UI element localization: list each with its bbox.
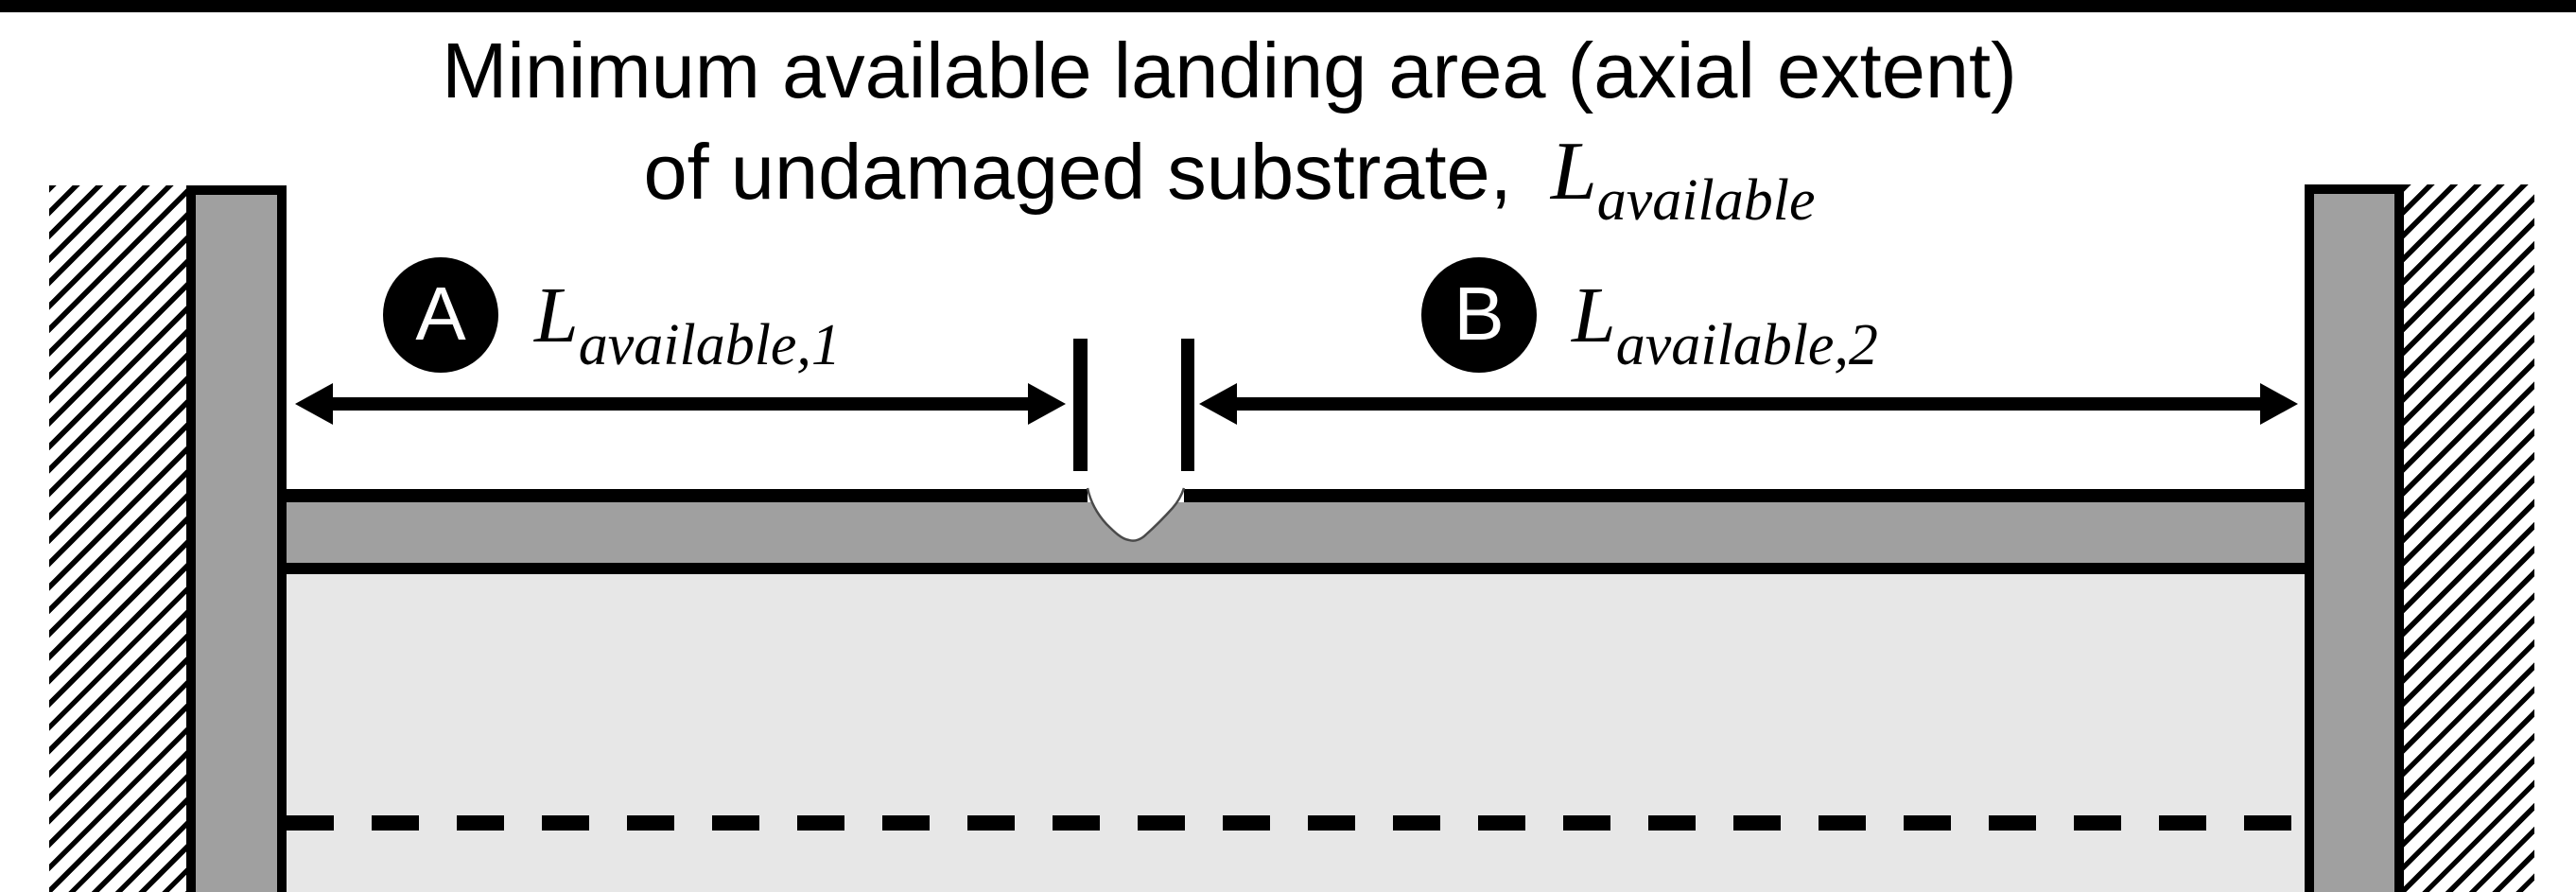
substrate-region [287, 574, 2305, 892]
callout-badge-b-letter: B [1453, 271, 1505, 356]
substrate-depth-dashed-line [287, 815, 2305, 831]
left-wall-hatching [49, 185, 186, 892]
callout-badge-b: B [1421, 257, 1537, 373]
coating-top-border-right [1184, 489, 2305, 502]
title-symbol-main: L [1550, 126, 1597, 218]
callout-badge-a-letter: A [415, 271, 466, 356]
coating-layer [287, 502, 2305, 563]
callout-badge-a: A [383, 257, 498, 373]
right-support-post [2305, 184, 2404, 892]
dimension-label-a: Lavailable,1 [534, 276, 841, 376]
dimension-arrow-b [1229, 397, 2274, 411]
damage-notch-outline [1086, 487, 1186, 542]
coating-substrate-interface-line [287, 563, 2305, 574]
arrow-a-right-head-icon [1028, 383, 1066, 425]
damage-right-extension-tick [1181, 339, 1194, 471]
left-support-post [186, 185, 287, 892]
title-line-1: Minimum available landing area (axial ex… [442, 26, 2017, 114]
top-border-bar [0, 0, 2576, 12]
dimension-arrow-a [325, 397, 1036, 411]
figure-title: Minimum available landing area (axial ex… [0, 26, 2459, 231]
arrow-b-right-head-icon [2260, 383, 2298, 425]
right-wall-hatching [2404, 184, 2534, 892]
dimension-label-b-subscript: available,2 [1615, 313, 1878, 377]
title-line-2-text: of undamaged substrate, [643, 128, 1512, 216]
damage-left-extension-tick [1073, 339, 1088, 471]
title-symbol-subscript: available [1596, 168, 1816, 233]
dimension-label-a-symbol: L [534, 271, 579, 359]
dimension-label-b-symbol: L [1572, 271, 1616, 359]
damage-notch [1086, 487, 1186, 542]
coating-top-border-left [287, 489, 1088, 502]
title-line-2: of undamaged substrate, Lavailable [0, 128, 2459, 231]
dimension-label-b: Lavailable,2 [1572, 276, 1878, 376]
dimension-label-a-subscript: available,1 [578, 313, 841, 377]
